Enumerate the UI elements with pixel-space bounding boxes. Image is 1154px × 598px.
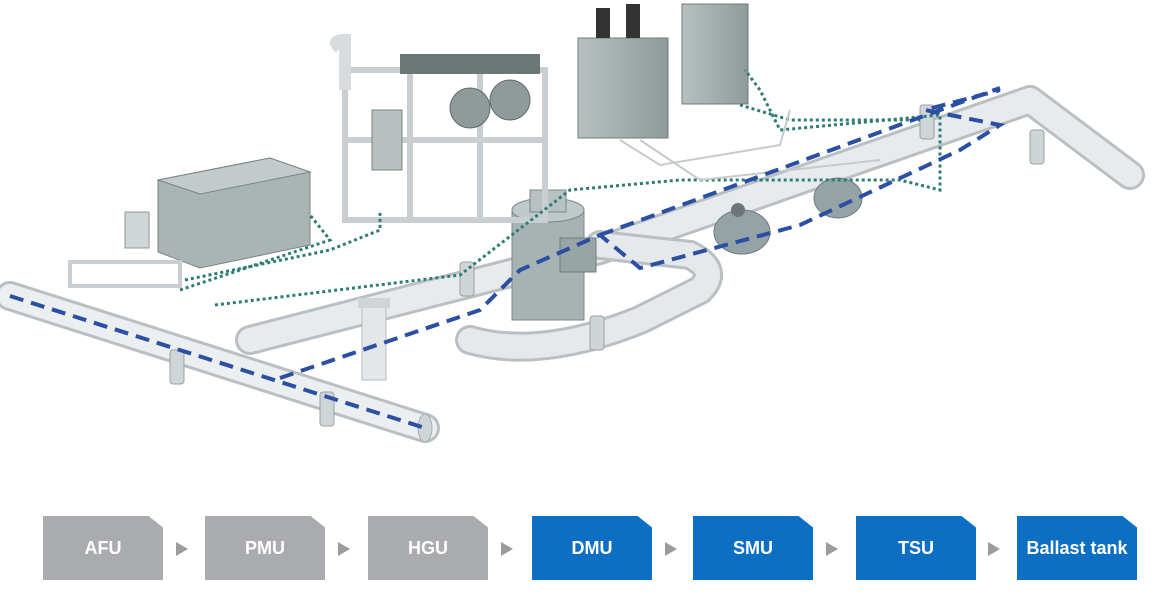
triangle-right-icon bbox=[988, 542, 1000, 556]
control-cabinets bbox=[577, 3, 749, 139]
main-flow-line bbox=[9, 86, 1006, 430]
pipe-flanges bbox=[169, 104, 1045, 427]
skid-components bbox=[330, 33, 540, 171]
signal-lines bbox=[179, 69, 942, 307]
triangle-right-icon bbox=[665, 542, 677, 556]
step-smu: SMU bbox=[693, 516, 813, 580]
step-tsu: TSU bbox=[856, 516, 976, 580]
loop-pipe bbox=[455, 230, 723, 362]
process-flow-bar: AFU PMU HGU DMU SMU TSU Ballast tank bbox=[0, 516, 1154, 586]
inline-valves bbox=[713, 177, 863, 255]
control-cables bbox=[619, 109, 881, 182]
generator-unit bbox=[68, 157, 312, 288]
triangle-right-icon bbox=[176, 542, 188, 556]
step-hgu: HGU bbox=[368, 516, 488, 580]
step-afu: AFU bbox=[43, 516, 163, 580]
triangle-right-icon bbox=[338, 542, 350, 556]
ballast-system-illustration bbox=[0, 3, 1145, 443]
step-pmu: PMU bbox=[205, 516, 325, 580]
triangle-right-icon bbox=[826, 542, 838, 556]
upper-main-pipe bbox=[235, 85, 1145, 355]
riser-pipe bbox=[358, 298, 390, 381]
step-dmu: DMU bbox=[532, 516, 652, 580]
step-ballast-tank: Ballast tank bbox=[1017, 516, 1137, 580]
triangle-right-icon bbox=[501, 542, 513, 556]
filter-unit bbox=[511, 189, 597, 321]
